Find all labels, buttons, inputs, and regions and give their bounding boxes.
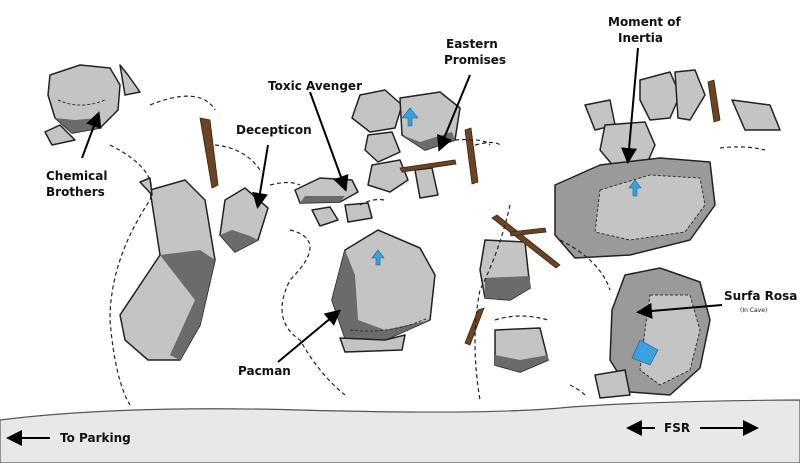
- boulder-eastern-promises: [351, 89, 461, 199]
- label-chemical-brothers-2: Brothers: [46, 185, 105, 199]
- stick: [707, 79, 721, 123]
- ground-path: [0, 399, 800, 463]
- label-fsr: FSR: [664, 421, 690, 435]
- label-toxic-avenger: Toxic Avenger: [268, 79, 362, 93]
- boulder-pacman: [331, 229, 436, 353]
- boulder-surfa-rosa: [594, 267, 711, 399]
- stick: [509, 227, 547, 237]
- label-surfa-rosa-note: (In Cave): [740, 307, 767, 314]
- boulder-moment-of-inertia: [554, 69, 781, 259]
- label-eastern-promises-2: Promises: [444, 53, 506, 67]
- stick: [464, 127, 479, 185]
- stick: [491, 214, 561, 269]
- boulder-toxic-avenger: [294, 177, 373, 227]
- label-to-parking: To Parking: [60, 431, 131, 445]
- label-moment-of-inertia-1: Moment of: [608, 15, 682, 29]
- label-moment-of-inertia-2: Inertia: [618, 31, 663, 45]
- boulder-chemical-brothers: [44, 64, 141, 146]
- boulder-center-right: [479, 239, 549, 373]
- label-decepticon: Decepticon: [236, 123, 312, 137]
- stick: [399, 159, 457, 173]
- label-pacman: Pacman: [238, 364, 291, 378]
- label-arrows: [6, 47, 759, 446]
- trails: [109, 95, 766, 406]
- boulder-left-tall: [119, 177, 216, 361]
- stick: [199, 117, 219, 189]
- boulder-decepticon: [219, 187, 269, 253]
- label-surfa-rosa: Surfa Rosa: [724, 289, 797, 303]
- label-chemical-brothers-1: Chemical: [46, 169, 107, 183]
- stick: [464, 307, 485, 346]
- label-eastern-promises-1: Eastern: [446, 37, 498, 51]
